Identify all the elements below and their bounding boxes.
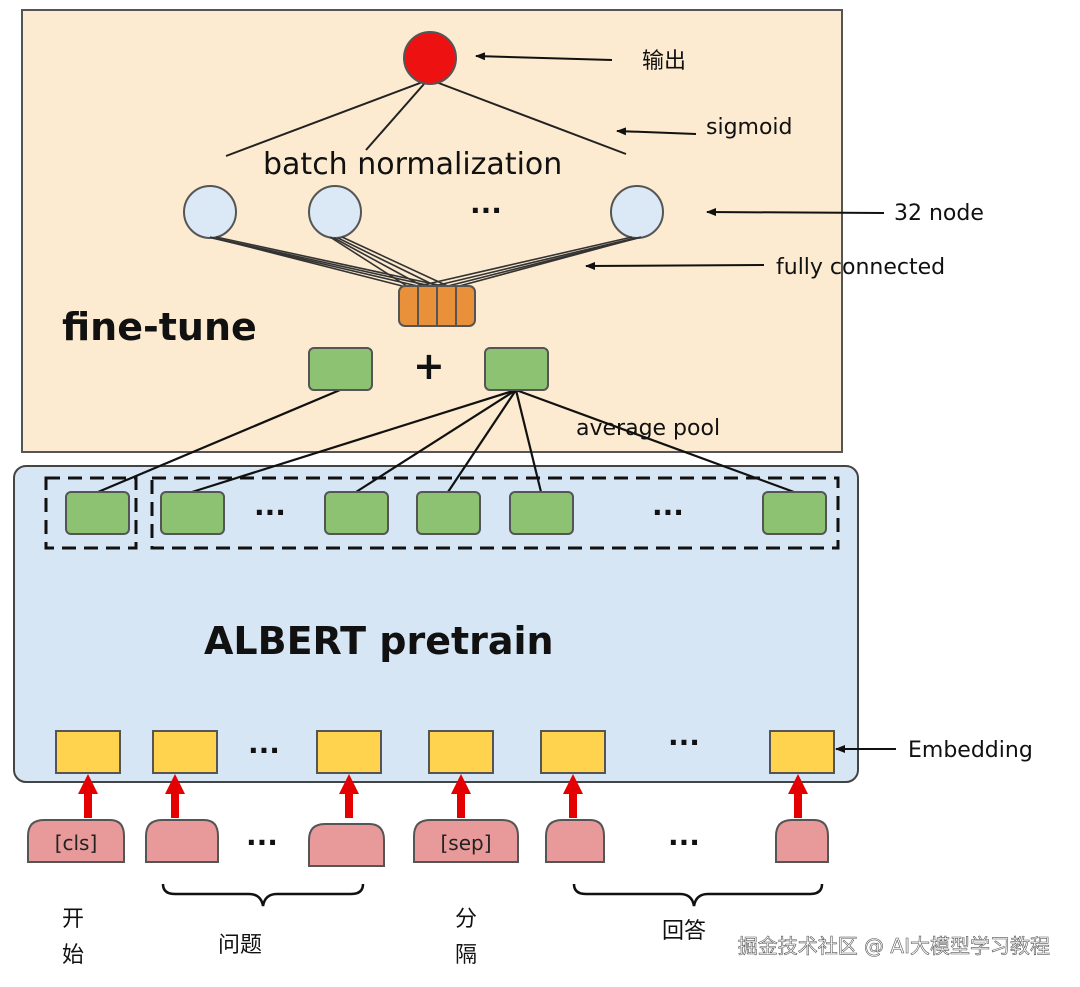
fc-label: fully connected	[776, 255, 945, 280]
sequence-output-group	[150, 476, 840, 550]
cls-token-label: [cls]	[55, 831, 98, 855]
input-token-sep	[413, 819, 519, 863]
finetune-title: fine-tune	[62, 305, 257, 349]
up-arrow-icon	[563, 774, 583, 818]
bn-label: batch normalization	[263, 147, 562, 182]
up-arrow-icon	[165, 774, 185, 818]
node-label: 32 node	[894, 201, 984, 226]
albert-output-vector	[762, 491, 827, 535]
embedding-box	[540, 730, 606, 774]
embedding-label: Embedding	[908, 738, 1033, 763]
cls-pooled-vector	[308, 347, 373, 391]
hidden-node	[610, 185, 664, 239]
pool-lines	[97, 388, 795, 494]
input-token-cls	[27, 819, 125, 863]
albert-output-vector	[65, 491, 130, 535]
albert-output-vector	[416, 491, 481, 535]
hidden-node	[183, 185, 237, 239]
hidden-node	[308, 185, 362, 239]
hidden-ellipsis: ···	[470, 194, 502, 227]
input-token	[145, 819, 219, 863]
output-label: 输出	[642, 49, 686, 74]
start-label-line: 始	[62, 943, 84, 968]
albert-output-vector	[324, 491, 389, 535]
avg-pooled-vector	[484, 347, 549, 391]
input-token	[545, 819, 605, 863]
up-arrow-icon	[78, 774, 98, 818]
embedding-ellipsis: ···	[668, 726, 700, 759]
answer-brace	[572, 883, 824, 907]
avg-pool-label: average pool	[576, 416, 720, 441]
input-token	[308, 823, 385, 867]
separator-label: 分 隔	[455, 907, 484, 968]
embedding-box	[55, 730, 121, 774]
separator-label-line: 隔	[455, 943, 477, 968]
embedding-ellipsis: ···	[248, 734, 280, 767]
input-token	[775, 819, 829, 863]
start-label: 开 始	[62, 907, 91, 968]
sigmoid-label: sigmoid	[706, 115, 793, 140]
output-node	[403, 31, 457, 85]
answer-label: 回答	[662, 919, 706, 944]
up-arrow-icon	[451, 774, 471, 818]
output-ellipsis: ···	[652, 496, 684, 529]
albert-output-vector	[509, 491, 574, 535]
sigmoid-lines	[225, 79, 627, 157]
watermark: 掘金技术社区 @ AI大模型学习教程	[738, 934, 1050, 958]
start-label-line: 开	[62, 907, 84, 932]
input-ellipsis: ···	[668, 826, 700, 859]
embedding-box	[428, 730, 494, 774]
up-arrow-icon	[788, 774, 808, 818]
question-label: 问题	[218, 933, 262, 958]
plus-sign: +	[413, 344, 445, 388]
sep-token-label: [sep]	[440, 831, 491, 855]
input-ellipsis: ···	[246, 826, 278, 859]
concat-vector	[398, 285, 476, 327]
fc-lines	[209, 236, 642, 289]
annotation-arrows	[475, 52, 896, 753]
albert-title: ALBERT pretrain	[204, 619, 554, 663]
embedding-box	[152, 730, 218, 774]
input-arrows	[78, 774, 808, 818]
output-ellipsis: ···	[254, 496, 286, 529]
embedding-box	[769, 730, 835, 774]
up-arrow-icon	[339, 774, 359, 818]
embedding-box	[316, 730, 382, 774]
albert-panel	[13, 465, 859, 783]
separator-label-line: 分	[455, 907, 477, 932]
question-brace	[161, 883, 365, 907]
cls-output-group	[44, 476, 138, 550]
albert-output-vector	[160, 491, 225, 535]
